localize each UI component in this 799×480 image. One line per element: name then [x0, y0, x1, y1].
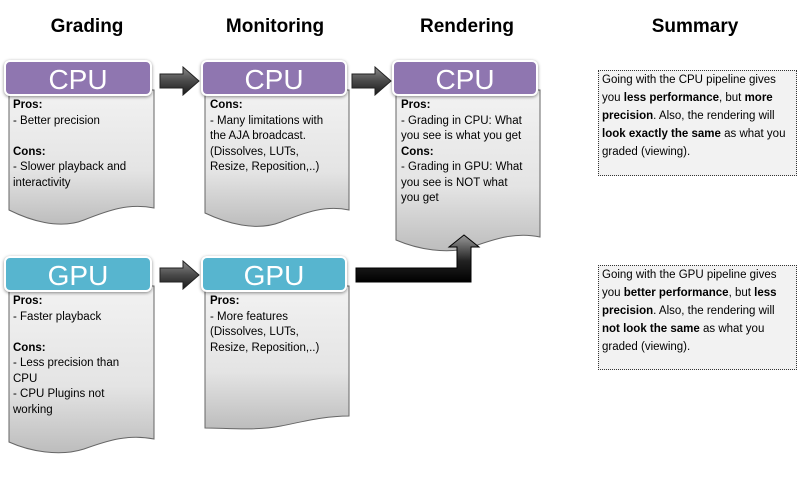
emphasis-text: more precision: [602, 92, 773, 122]
emphasis-text: less performance: [623, 92, 719, 104]
arrow-right-icon: [159, 260, 200, 290]
text-line: you see is what you get: [401, 130, 522, 142]
summary-text: , but: [728, 287, 755, 299]
card-text: Pros: - Grading in CPU: What you see is wh…: [396, 94, 542, 207]
text-line: [13, 325, 150, 341]
card-text: Cons: - Many limitations with the AJA broa…: [205, 94, 351, 176]
section-label: Cons:: [210, 99, 243, 111]
text-line: [13, 129, 150, 145]
section-label: Pros:: [210, 295, 240, 307]
summary-text: Going with the GPU pipeline gives you: [602, 269, 777, 299]
cpu-header: CPU: [201, 60, 347, 96]
text-line: - Faster playback: [13, 310, 102, 323]
rendering-cpu-card: CPU Pros: - Grading in CPU: What you see i…: [392, 60, 542, 255]
text-line: - Better precision: [13, 114, 100, 127]
section-label: Cons:: [13, 145, 46, 158]
text-line: - Many limitations with: [210, 114, 324, 127]
document-shape: [204, 89, 350, 227]
summary-gpu: Going with the GPU pipeline gives you be…: [598, 265, 797, 370]
text-line: (Dissolves, LUTs,: [210, 326, 299, 338]
text-line: CPU: [13, 372, 38, 385]
cpu-header: CPU: [4, 60, 152, 96]
text-line: working: [13, 403, 53, 416]
column-title-grading: Grading: [50, 16, 124, 37]
document-shape: [8, 89, 155, 225]
text-line: interactivity: [13, 176, 71, 189]
monitoring-cpu-card: CPU Cons: - Many limitations with the AJA …: [201, 60, 351, 235]
summary-text: Going with the CPU pipeline gives you: [602, 74, 776, 104]
summary-text: . Also, the rendering will: [653, 110, 775, 122]
section-label: Pros:: [13, 99, 43, 111]
elbow-arrow-icon: [355, 234, 481, 283]
text-line: - More features: [210, 310, 288, 323]
column-title-summary: Summary: [651, 16, 739, 37]
section-label: Pros:: [13, 295, 43, 307]
text-line: - Less precision than: [13, 357, 120, 369]
document-shape: [204, 285, 350, 430]
section-label: Cons:: [13, 341, 46, 354]
emphasis-text: not look the same: [602, 323, 700, 335]
emphasis-text: less precision: [602, 287, 777, 317]
text-line: - Grading in CPU: What: [401, 114, 522, 127]
section-label: Pros:: [401, 99, 431, 111]
text-line: (Dissolves, LUTs,: [210, 145, 299, 158]
cpu-header: CPU: [392, 60, 538, 96]
monitoring-gpu-card: GPU Pros: - More features (Dissolves, LUTs…: [201, 256, 351, 451]
column-title-rendering: Rendering: [420, 16, 514, 37]
text-line: Resize, Reposition,..): [210, 161, 320, 173]
summary-text: . Also, the rendering will: [653, 305, 775, 317]
arrow-right-icon: [159, 66, 200, 96]
text-line: Resize, Reposition,..): [210, 341, 320, 354]
arrow-right-icon: [351, 66, 392, 96]
summary-text: as what you graded (viewing).: [602, 128, 786, 158]
document-shape: [8, 285, 155, 454]
gpu-header: GPU: [4, 256, 152, 292]
summary-cpu: Going with the CPU pipeline gives you le…: [598, 70, 797, 176]
text-line: - CPU Plugins not: [13, 388, 105, 400]
gpu-header: GPU: [201, 256, 347, 292]
emphasis-text: look exactly the same: [602, 128, 721, 140]
text-line: - Slower playback and: [13, 161, 127, 173]
summary-text: as what you graded (viewing).: [602, 323, 765, 353]
card-text: Pros: - More features (Dissolves, LUTs, Res…: [205, 290, 351, 356]
emphasis-text: better performance: [623, 287, 729, 299]
summary-text: , but: [719, 92, 745, 104]
column-title-monitoring: Monitoring: [225, 16, 325, 37]
text-line: the AJA broadcast.: [210, 130, 306, 142]
section-label: Cons:: [401, 145, 434, 158]
text-line: you see is NOT what: [401, 176, 508, 189]
text-line: you get: [401, 192, 439, 204]
text-line: - Grading in GPU: What: [401, 161, 523, 173]
